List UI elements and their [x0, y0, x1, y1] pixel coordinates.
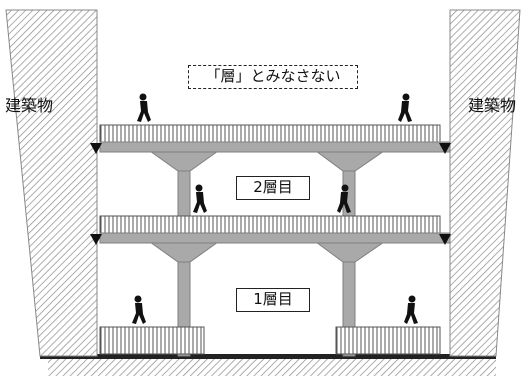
- floor2-label-box: 2層目: [236, 176, 310, 200]
- person-icon: [398, 93, 412, 122]
- left-capital-upper: [148, 150, 220, 172]
- middle-deck-slab: [99, 232, 451, 244]
- arrow-down-icon: [90, 143, 102, 154]
- top-note-box: 「層」とみなさない: [188, 65, 358, 89]
- right-capital-lower: [314, 241, 386, 263]
- left-capital-lower: [148, 241, 220, 263]
- person-icon: [137, 93, 151, 122]
- top-deck-railing: [99, 124, 441, 143]
- arrow-down-icon: [439, 234, 451, 245]
- arrow-down-icon: [90, 234, 102, 245]
- ground-railing-right: [335, 326, 441, 355]
- person-icon: [193, 184, 207, 213]
- left-building-label: 建築物: [5, 96, 54, 115]
- floor1-label-box: 1層目: [236, 288, 310, 312]
- ground-line: [40, 354, 496, 359]
- arrow-down-icon: [439, 143, 451, 154]
- person-icon: [404, 295, 418, 324]
- ground-hatch: [48, 358, 496, 376]
- middle-deck-railing: [99, 215, 441, 234]
- person-icon: [337, 184, 351, 213]
- right-capital-upper: [314, 150, 386, 172]
- right-building: [449, 9, 521, 357]
- left-building: [5, 9, 98, 357]
- ground-railing-left: [99, 326, 205, 355]
- top-deck-slab: [99, 141, 451, 153]
- right-building-label: 建築物: [468, 96, 517, 115]
- person-icon: [132, 295, 146, 324]
